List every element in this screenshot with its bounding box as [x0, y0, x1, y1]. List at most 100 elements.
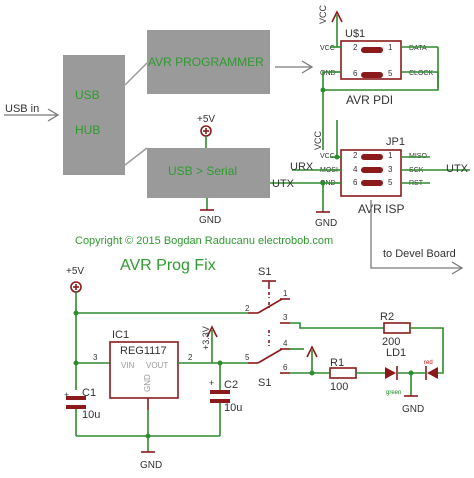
to-devel-board-label: to Devel Board — [383, 248, 456, 260]
avr-pdi-connector: VCC U$1 VCC GND DATA CLOCK 2 6 1 5 AVR P… — [318, 4, 438, 107]
capacitor-c2: + C2 10u — [209, 378, 242, 414]
usb-serial-label: USB > Serial — [168, 164, 237, 178]
ic1-ref-label: IC1 — [112, 329, 129, 341]
r1-value-label: 100 — [330, 381, 348, 393]
us1-ref-label: U$1 — [345, 28, 365, 40]
isp-pin-1: 1 — [388, 151, 393, 160]
c1-plus-label: + — [64, 390, 69, 400]
c2-plus-label: + — [209, 378, 214, 388]
gnd-mid-symbol: GND — [315, 183, 337, 229]
led-ld1: LD1 green red — [385, 347, 438, 396]
gnd-bottom-label: GND — [140, 460, 162, 471]
data-wire — [322, 47, 439, 150]
plus5v-bottom-label: +5V — [66, 266, 84, 277]
switch-s1-top: S1 2 1 3 — [245, 266, 290, 324]
sw-pin2a-label: 2 — [245, 304, 250, 313]
regulator-ic1: IC1 REG1117 VIN VOUT GND 3 2 — [93, 329, 193, 410]
ic1-pin2-label: 2 — [188, 353, 193, 362]
isp-pin-5: 5 — [388, 178, 393, 187]
gnd-mid-label: GND — [315, 218, 337, 229]
plus5v-top-label: +5V — [197, 114, 215, 125]
vcc-mid-label: VCC — [313, 130, 323, 150]
vcc-top-label: VCC — [318, 4, 328, 24]
avr-pdi-label: AVR PDI — [346, 93, 393, 107]
pdi-gnd-label: GND — [320, 70, 336, 77]
usb-in-label: USB in — [5, 103, 39, 115]
utx-right-label: UTX — [446, 163, 469, 175]
pdi-vcc-label: VCC — [320, 45, 335, 52]
hub-label: HUB — [75, 123, 100, 137]
isp-pin-4: 4 — [353, 165, 358, 174]
ic1-name-label: REG1117 — [120, 345, 167, 357]
schematic-title: AVR Prog Fix — [120, 257, 216, 274]
pdi-data-label: DATA — [409, 45, 427, 52]
ic1-pin3-label: 3 — [93, 353, 98, 362]
r2-input-wire — [290, 322, 384, 329]
jp1-ref-label: JP1 — [386, 136, 405, 148]
ld1-ref-label: LD1 — [386, 347, 406, 359]
r2-output-wire — [410, 327, 444, 374]
isp-pin-2: 2 — [353, 151, 358, 160]
sw-pin6-label: 6 — [283, 363, 288, 372]
gnd-led-symbol: GND — [402, 373, 424, 415]
r2-ref-label: R2 — [380, 311, 394, 323]
ic1-gnd-label: GND — [143, 374, 152, 392]
ic1-vin-label: VIN — [121, 361, 135, 370]
c1-ref-label: C1 — [82, 387, 96, 399]
ic1-vout-label: VOUT — [146, 361, 168, 370]
r2-value-label: 200 — [382, 336, 400, 348]
isp-vcc-label: VCC — [320, 153, 335, 160]
capacitor-c1: + C1 10u — [64, 387, 100, 421]
plus5v-serial-symbol: +5V — [197, 114, 215, 148]
utx-left-label: UTX — [272, 178, 295, 190]
sw-pin5-label: 5 — [245, 353, 250, 362]
gnd-serial-symbol: GND — [199, 198, 221, 226]
programmer-to-pdi-arrow — [275, 60, 314, 74]
sw-pin1a-label: 1 — [283, 289, 288, 298]
sw-pin4-label: 4 — [283, 339, 288, 348]
gnd-bottom-symbol: GND — [140, 436, 162, 471]
hub-to-programmer-link — [124, 62, 148, 86]
plus5v-rail — [75, 292, 248, 314]
copyright-text: Copyright © 2015 Bogdan Raducanu electro… — [75, 235, 333, 247]
c2-value-label: 10u — [224, 402, 242, 414]
avr-isp-label: AVR ISP — [358, 202, 404, 216]
usb-hub-block: USB HUB — [63, 55, 125, 175]
plus3v3-label: +3.3V — [201, 326, 211, 350]
usb-serial-block: USB > Serial — [147, 148, 270, 198]
led-green-label: green — [386, 390, 401, 396]
gnd-pdi-wire — [322, 71, 330, 90]
r1-ref-label: R1 — [330, 357, 344, 369]
pdi-pin-2: 2 — [353, 43, 358, 52]
resistor-r2: R2 200 — [380, 311, 411, 348]
led-red-label: red — [424, 360, 433, 366]
plus5v-bottom-symbol: +5V — [66, 266, 84, 293]
gnd-led-label: GND — [402, 404, 424, 415]
s1-top-label: S1 — [258, 266, 271, 278]
usb-in-arrow: USB in — [4, 103, 60, 122]
pdi-pin-5: 5 — [388, 69, 393, 78]
pdi-clock-label: CLOCK — [409, 70, 433, 77]
hub-to-serial-link — [124, 147, 148, 166]
gnd-serial-label: GND — [199, 215, 221, 226]
resistor-r1: R1 100 — [329, 357, 357, 393]
sw-pin3a-label: 3 — [283, 313, 288, 322]
usb-label: USB — [75, 88, 100, 102]
switch-s1-bottom: 5 4 6 S1 — [245, 330, 290, 389]
plus3v3-symbol: +3.3V — [201, 325, 218, 363]
to-devel-board-arrow: to Devel Board — [370, 200, 464, 275]
junction-dots — [73, 87, 414, 439]
s1-bottom-label: S1 — [258, 377, 271, 389]
isp-pin-3: 3 — [388, 165, 393, 174]
avr-programmer-block: AVR PROGRAMMER — [147, 30, 270, 94]
urx-label: URX — [290, 161, 314, 173]
avr-programmer-label: AVR PROGRAMMER — [148, 55, 264, 69]
isp-pin-6: 6 — [353, 178, 358, 187]
pdi-pin-6: 6 — [353, 69, 358, 78]
c1-value-label: 10u — [82, 409, 100, 421]
vcc-mid-symbol: VCC — [313, 120, 338, 157]
pdi-pin-1: 1 — [388, 43, 393, 52]
vcc-bottom-symbol — [306, 345, 318, 373]
